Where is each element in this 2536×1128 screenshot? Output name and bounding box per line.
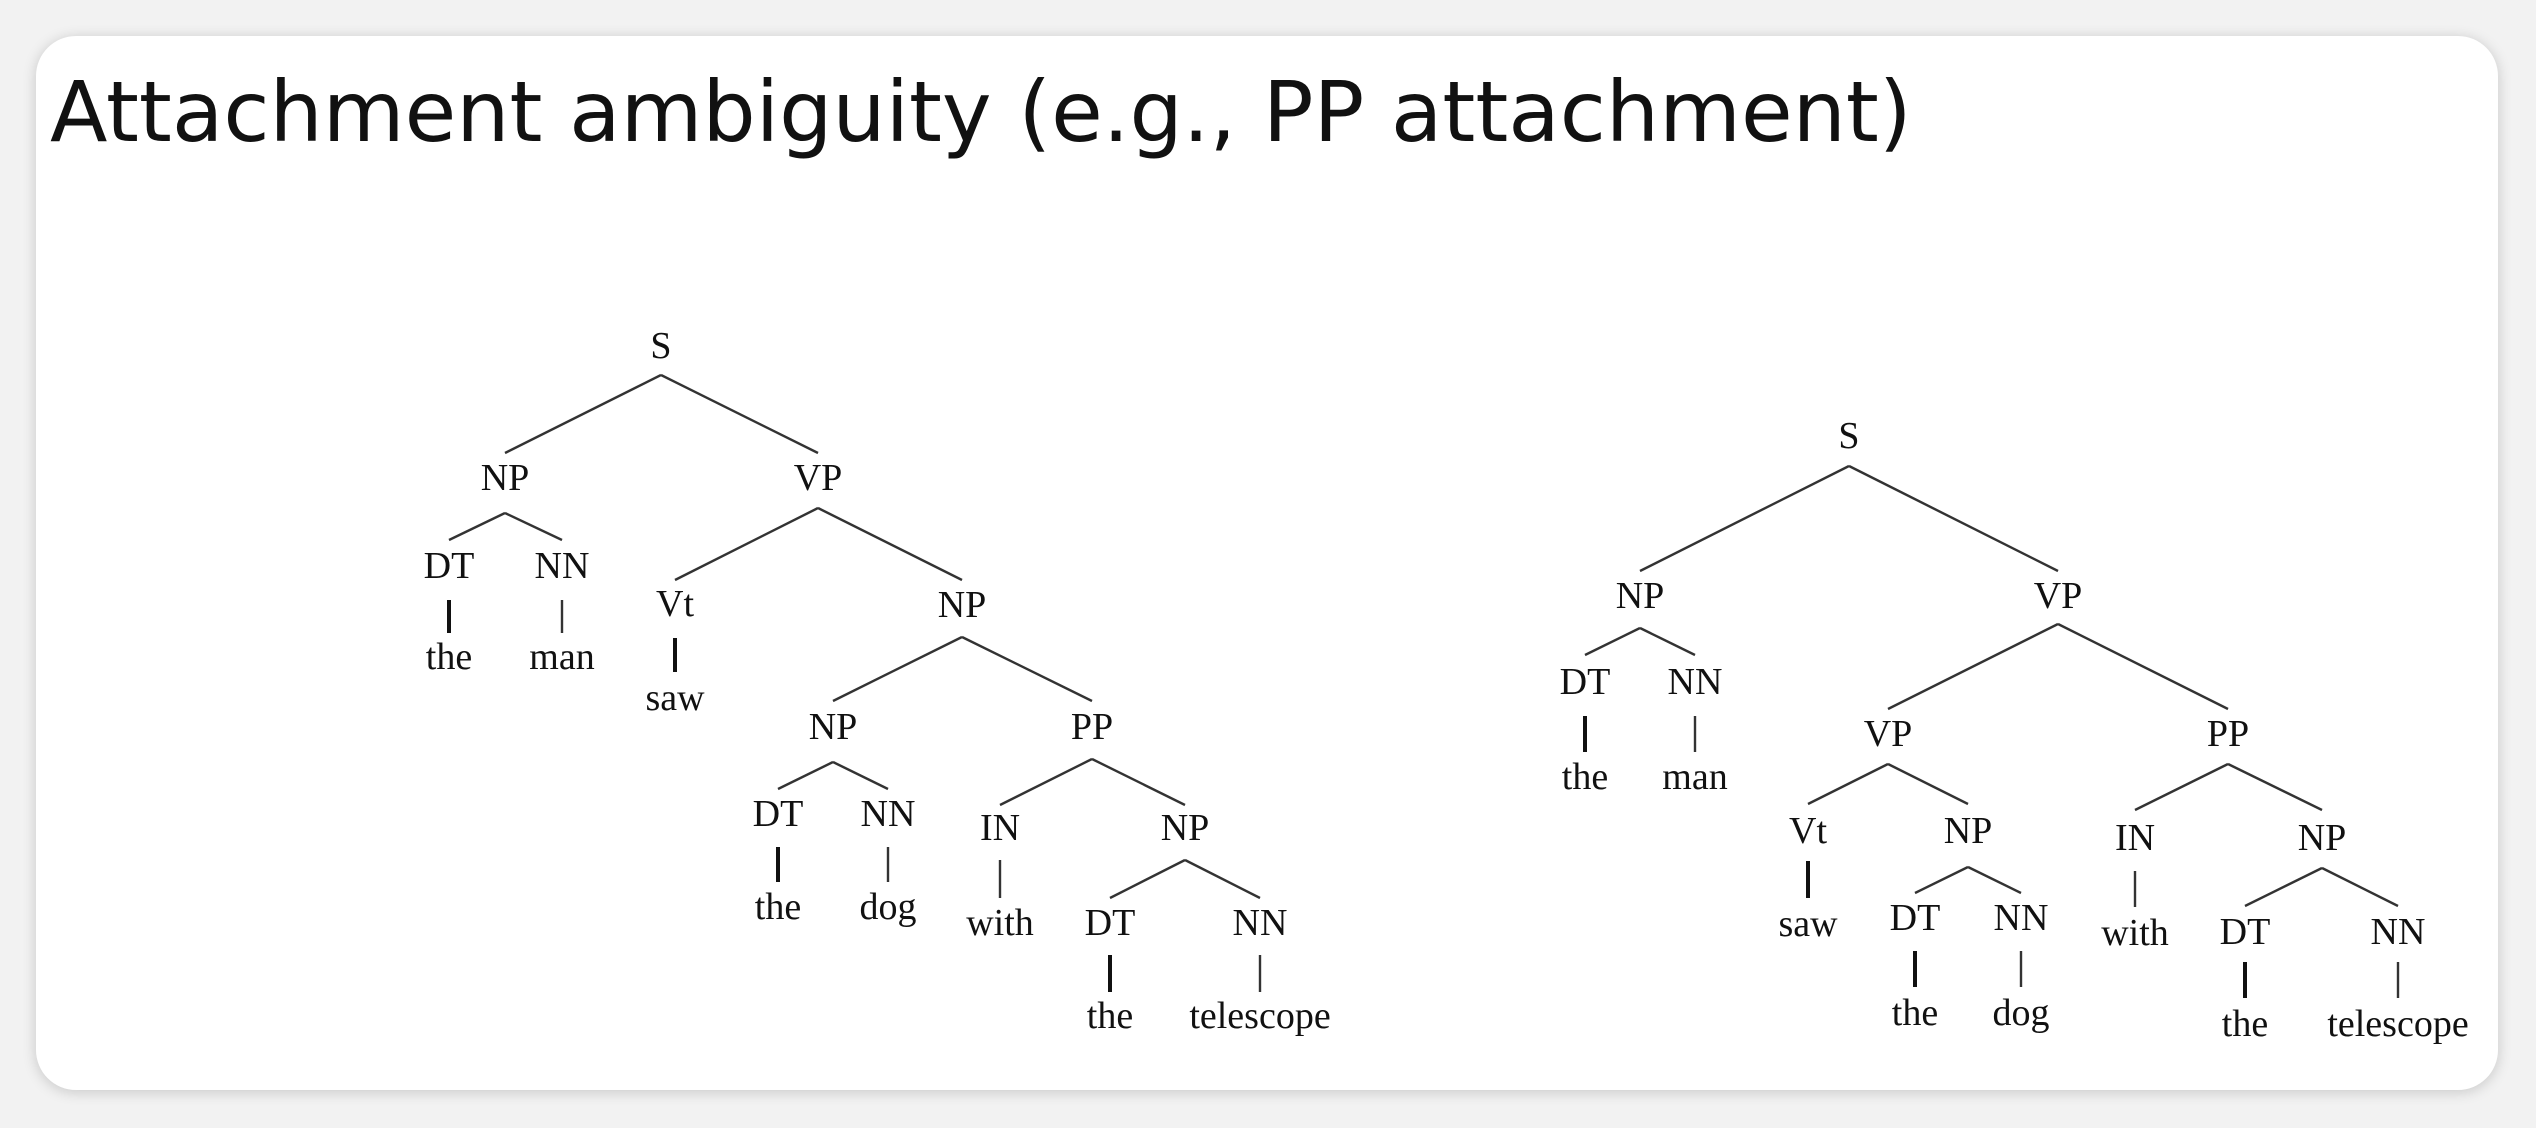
word-the: the <box>1087 995 1133 1037</box>
edge <box>448 511 506 542</box>
node-nn: NN <box>861 793 916 835</box>
word-dog: dog <box>860 886 917 928</box>
node-dt: DT <box>753 793 804 835</box>
edge <box>2134 762 2229 812</box>
edge <box>1639 626 1696 657</box>
edge <box>1109 858 1186 900</box>
node-in: IN <box>980 807 1020 849</box>
edge <box>777 760 834 791</box>
edge <box>832 635 963 703</box>
edge <box>1887 622 2059 711</box>
edge <box>817 506 963 582</box>
node-dt: DT <box>424 545 475 587</box>
word-saw: saw <box>1778 903 1838 945</box>
node-dt: DT <box>1085 902 1136 944</box>
edge <box>2057 622 2229 711</box>
node-np-subject: NP <box>1616 575 1665 617</box>
word-telescope: telescope <box>1189 995 1330 1037</box>
edge <box>674 506 819 582</box>
node-np-pp: NP <box>2298 817 2347 859</box>
node-dt: DT <box>1890 897 1941 939</box>
node-dt: DT <box>1560 661 1611 703</box>
node-pp: PP <box>1071 706 1113 748</box>
right-parse-tree: S NP VP DT NN the man VP PP Vt saw NP DT… <box>1560 415 2469 1045</box>
slide-title: Attachment ambiguity (e.g., PP attachmen… <box>50 63 1912 161</box>
node-np-pp: NP <box>1161 807 1210 849</box>
word-saw: saw <box>645 677 705 719</box>
node-vt: Vt <box>1789 810 1827 852</box>
edge <box>1848 464 2059 573</box>
left-tree-edges <box>447 373 1262 992</box>
word-the: the <box>2222 1003 2268 1045</box>
node-np-object: NP <box>938 584 987 626</box>
edge <box>999 757 1093 807</box>
edge <box>504 511 563 542</box>
node-np-inner: NP <box>809 706 858 748</box>
word-man: man <box>529 636 594 678</box>
left-parse-tree: S NP VP DT NN the man Vt saw NP NP PP DT… <box>424 325 1331 1037</box>
node-dt: DT <box>2220 911 2271 953</box>
edge <box>2227 762 2323 812</box>
node-nn: NN <box>535 545 590 587</box>
node-nn: NN <box>1994 897 2049 939</box>
word-with: with <box>2101 912 2169 954</box>
node-vp-top: VP <box>2034 575 2083 617</box>
left-tree-labels: S NP VP DT NN the man Vt saw NP NP PP DT… <box>424 325 1331 1037</box>
node-nn: NN <box>2371 911 2426 953</box>
word-the: the <box>755 886 801 928</box>
node-vp-inner: VP <box>1864 713 1913 755</box>
right-tree-edges <box>1583 464 2400 998</box>
word-the: the <box>1892 992 1938 1034</box>
node-nn: NN <box>1233 902 1288 944</box>
right-tree-labels: S NP VP DT NN the man VP PP Vt saw NP DT… <box>1560 415 2469 1045</box>
word-with: with <box>966 902 1034 944</box>
node-vp: VP <box>794 457 843 499</box>
edge <box>1091 757 1186 807</box>
word-the: the <box>1562 756 1608 798</box>
edge <box>1184 858 1261 900</box>
edge <box>660 373 819 455</box>
edge <box>1914 865 1969 895</box>
word-telescope: telescope <box>2327 1003 2468 1045</box>
edge <box>1967 865 2022 895</box>
edge <box>832 760 889 791</box>
node-np-object: NP <box>1944 810 1993 852</box>
node-nn: NN <box>1668 661 1723 703</box>
edge <box>961 635 1093 703</box>
edge <box>1887 762 1969 806</box>
edge <box>2244 866 2323 908</box>
node-vt: Vt <box>656 583 694 625</box>
edge <box>1639 464 1850 573</box>
edge <box>1584 626 1641 657</box>
edge <box>1807 762 1889 806</box>
edge <box>2321 866 2399 908</box>
node-s: S <box>1838 415 1859 457</box>
word-the: the <box>426 636 472 678</box>
word-man: man <box>1662 756 1727 798</box>
edge <box>504 373 662 455</box>
node-in: IN <box>2115 817 2155 859</box>
node-pp: PP <box>2207 713 2249 755</box>
node-s: S <box>650 325 671 367</box>
slide: Attachment ambiguity (e.g., PP attachmen… <box>36 36 2498 1090</box>
word-dog: dog <box>1993 992 2050 1034</box>
node-np-subject: NP <box>481 457 530 499</box>
